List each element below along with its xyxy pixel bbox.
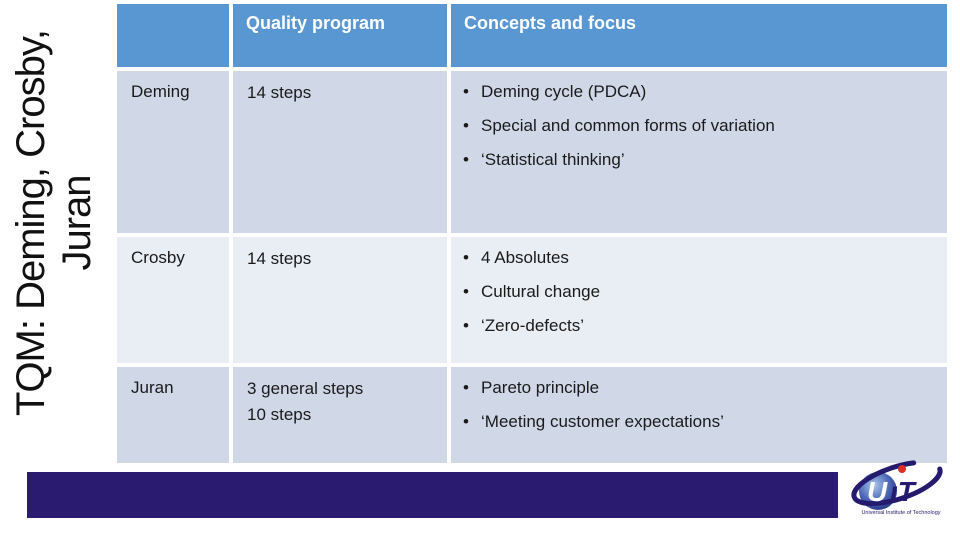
vertical-title-line1: TQM: Deming, Crosby,: [9, 30, 53, 416]
logo-swoosh: [851, 459, 943, 507]
bullet-text: ‘Zero-defects’: [481, 316, 584, 335]
row-deming-program: 14 steps: [233, 71, 447, 233]
bullet-text: Deming cycle (PDCA): [481, 82, 647, 101]
bullet-icon: [463, 246, 481, 269]
bullet-item: ‘Meeting customer expectations’: [463, 410, 935, 433]
uit-logo: U ıT Universal Institute of Technology: [851, 459, 943, 516]
program-line: 14 steps: [247, 249, 312, 268]
header-cell-blank: [117, 4, 229, 67]
bullet-icon: [463, 314, 481, 337]
vertical-title-line2: Juran: [55, 175, 99, 271]
bullet-text: ‘Statistical thinking’: [481, 150, 625, 169]
program-line: 3 general steps: [247, 379, 364, 398]
bullet-item: ‘Zero-defects’: [463, 314, 935, 337]
program-line: 14 steps: [247, 83, 312, 102]
bullet-item: Cultural change: [463, 280, 935, 303]
slide-vertical-title: TQM: Deming, Crosby, Juran: [8, 3, 104, 443]
row-juran-program: 3 general steps 10 steps: [233, 367, 447, 463]
bullet-icon: [463, 376, 481, 399]
bullet-item: 4 Absolutes: [463, 246, 935, 269]
logo-letter-u: U: [867, 476, 888, 507]
bullet-icon: [463, 148, 481, 171]
comparison-table: Quality program Concepts and focus Demin…: [117, 4, 947, 463]
logo-red-dot-icon: [898, 465, 906, 473]
row-crosby-bullets: 4 Absolutes Cultural change ‘Zero-defect…: [451, 237, 947, 363]
bullet-icon: [463, 80, 481, 103]
bullet-item: ‘Statistical thinking’: [463, 148, 935, 171]
row-deming-name: Deming: [117, 71, 229, 233]
bullet-icon: [463, 114, 481, 137]
bullet-text: Special and common forms of variation: [481, 116, 775, 135]
header-cell-concepts-focus: Concepts and focus: [451, 4, 947, 67]
bullet-text: 4 Absolutes: [481, 248, 569, 267]
row-juran-name: Juran: [117, 367, 229, 463]
bullet-item: Deming cycle (PDCA): [463, 80, 935, 103]
logo-tagline: Universal Institute of Technology: [861, 510, 940, 516]
row-crosby-name: Crosby: [117, 237, 229, 363]
bullet-icon: [463, 280, 481, 303]
bullet-text: Pareto principle: [481, 378, 600, 397]
row-crosby-program: 14 steps: [233, 237, 447, 363]
bullet-text: Cultural change: [481, 282, 601, 301]
logo-letters-it: ıT: [890, 476, 918, 507]
header-cell-quality-program: Quality program: [233, 4, 447, 67]
bullet-item: Special and common forms of variation: [463, 114, 935, 137]
row-juran-bullets: Pareto principle ‘Meeting customer expec…: [451, 367, 947, 463]
bullet-item: Pareto principle: [463, 376, 935, 399]
row-deming-bullets: Deming cycle (PDCA) Special and common f…: [451, 71, 947, 233]
program-line: 10 steps: [247, 405, 312, 424]
bullet-icon: [463, 410, 481, 433]
bullet-text: ‘Meeting customer expectations’: [481, 412, 724, 431]
footer-accent-bar: [27, 472, 838, 518]
